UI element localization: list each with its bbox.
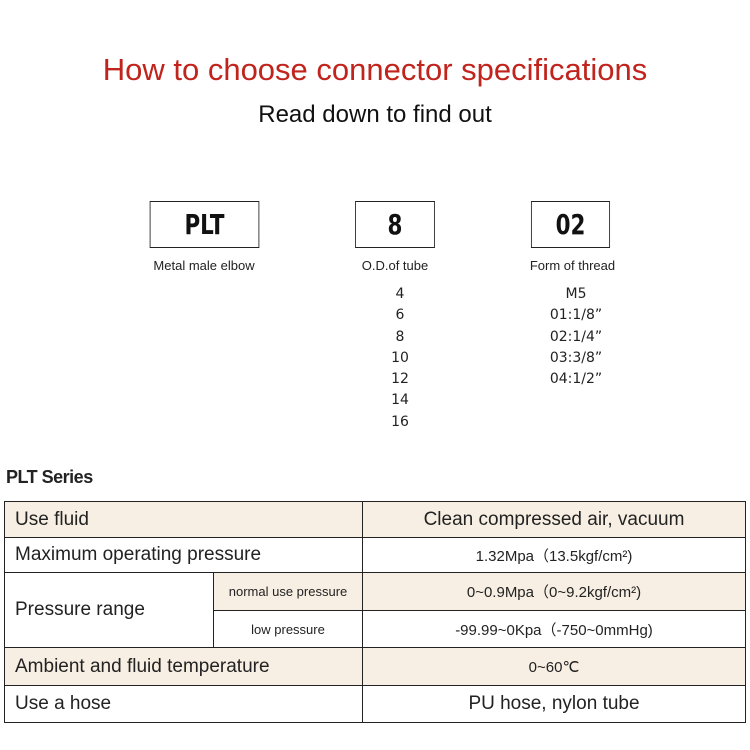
list-item: 02:1/4” [549,328,603,345]
list-item: 12 [391,371,409,388]
row-value: 0~60℃ [362,647,746,686]
code-caption-thread: Form of thread [529,258,616,273]
thread-list: M5 01:1/8” 02:1/4” 03:3/8” 04:1/2” [526,284,626,390]
table-row: Ambient and fluid temperature 0~60℃ [4,647,746,686]
code-caption-tube: O.D.of tube [361,258,429,273]
row-value: -99.99~0Kpa（-750~0mmHg) [362,610,746,648]
table-row: Use a hose PU hose, nylon tube [4,685,746,723]
row-value: Clean compressed air, vacuum [362,501,746,538]
row-label: Ambient and fluid temperature [4,647,363,686]
list-item: 4 [395,286,405,302]
list-item: 16 [391,413,409,430]
page-title: How to choose connector specifications [102,52,648,87]
tube-size-list: 4 6 8 10 12 14 16 [350,284,450,433]
list-item: 6 [395,307,405,324]
row-value: 0~0.9Mpa（0~9.2kgf/cm²) [362,572,746,611]
code-box-type: PLT [149,201,260,248]
list-item: 10 [391,349,409,366]
list-item: 8 [395,328,405,345]
list-item: 03:3/8” [549,349,603,366]
sub-label: normal use pressure [213,572,363,611]
row-label: Use fluid [4,501,363,538]
code-box-thread: 02 [530,201,611,248]
list-item: M5 [565,286,587,302]
spec-table: Use fluid Clean compressed air, vacuum M… [4,501,746,723]
list-item: 14 [391,392,409,409]
row-value: PU hose, nylon tube [362,685,746,723]
row-value: 1.32Mpa（13.5kgf/cm²) [362,537,746,573]
table-row: Maximum operating pressure 1.32Mpa（13.5k… [4,537,746,573]
code-box-tube: 8 [355,201,435,248]
list-item: 01:1/8” [549,307,603,324]
row-label: Pressure range [4,572,214,648]
sub-label: low pressure [213,610,363,648]
code-caption-type: Metal male elbow [153,258,255,273]
table-row: Pressure range normal use pressure 0~0.9… [4,572,746,648]
row-label: Use a hose [4,685,363,723]
table-row: Use fluid Clean compressed air, vacuum [4,501,746,538]
list-item: 04:1/2” [549,371,603,388]
series-title: PLT Series [6,467,93,487]
table-row: low pressure -99.99~0Kpa（-750~0mmHg) [5,610,746,648]
row-label: Maximum operating pressure [4,537,363,573]
page-subtitle: Read down to find out [258,101,492,128]
